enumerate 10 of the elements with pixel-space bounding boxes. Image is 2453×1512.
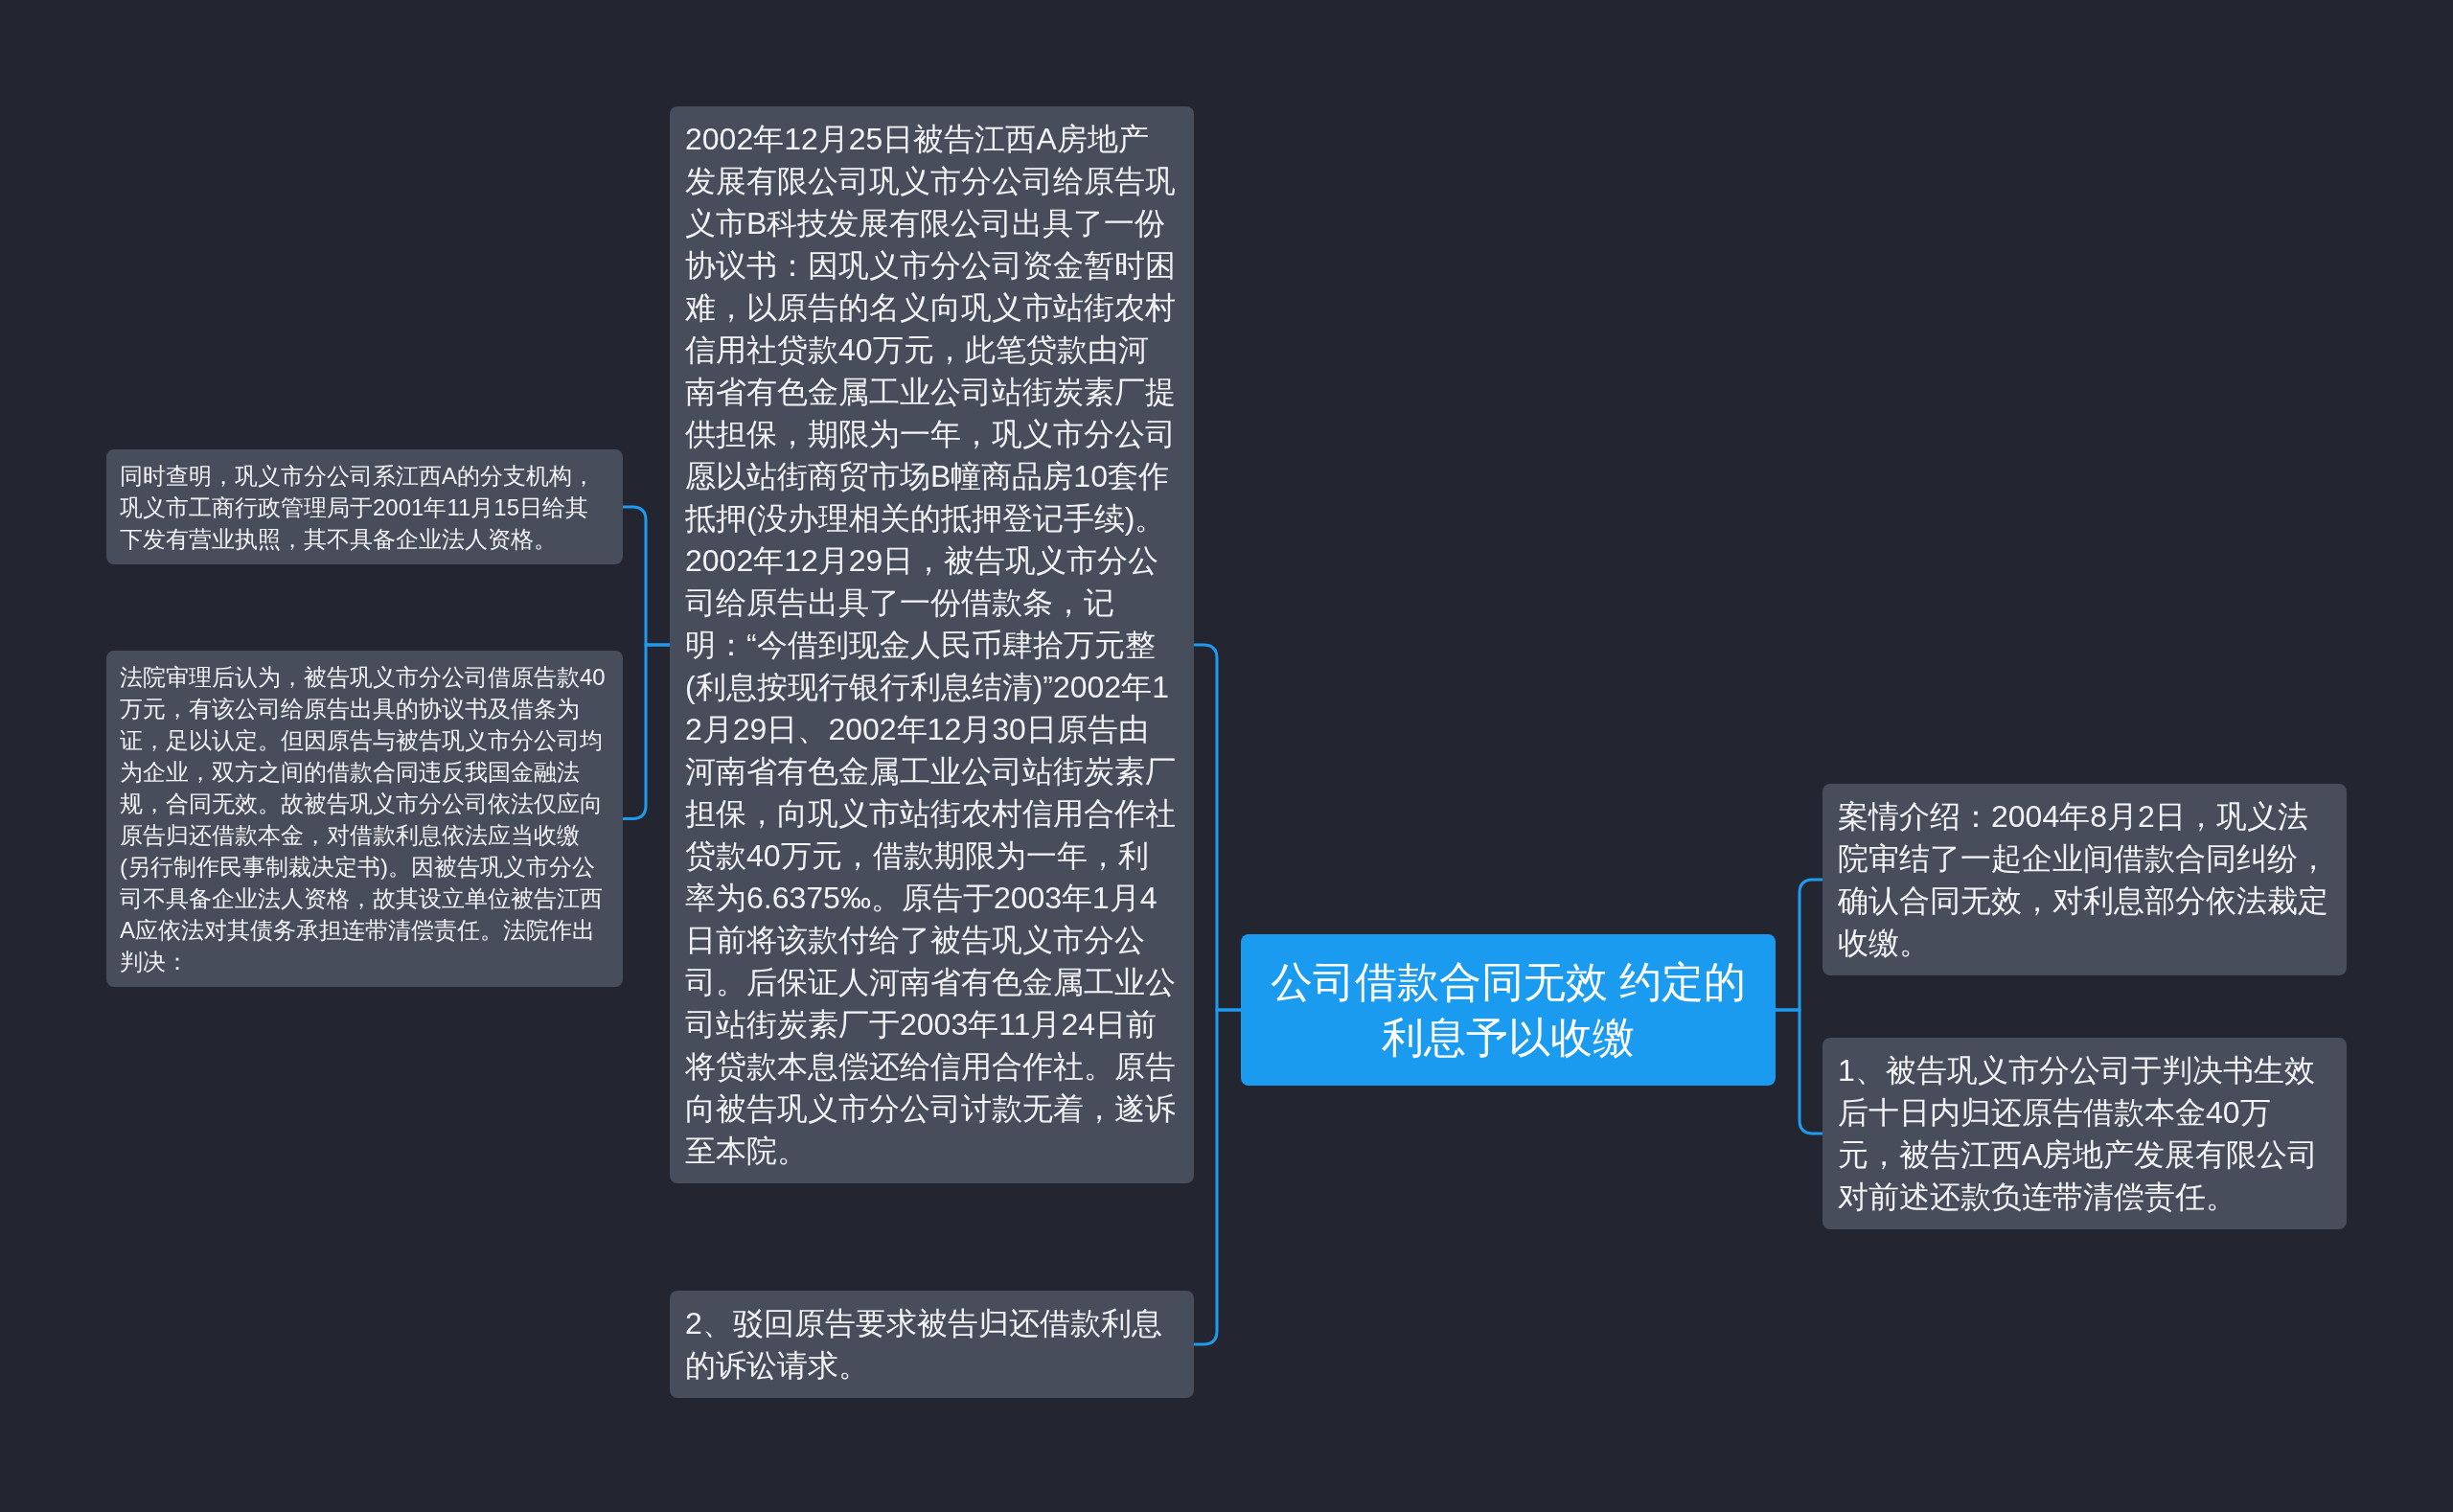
topic-box: 法院审理后认为，被告巩义市分公司借原告款40万元，有该公司给原告出具的协议书及借条为证，足以认定。但因原告与被告巩义市分公司均为企业，双方之间的借款合同违反我国金融法规，合同无效。故被告巩义市分公司依法仅应向原告归还借款本金，对借款利息依法应当收缴(另行制作民事制裁决定书)。因被告巩义市分公司不具备企业法人资格，故其设立单位被告江西A应依法对其债务承担连带清偿责任。法院作出判决： (106, 651, 623, 987)
topic-box: 2、驳回原告要求被告归还借款利息的诉讼请求。 (670, 1291, 1194, 1398)
topic-box: 1、被告巩义市分公司于判决书生效后十日内归还原告借款本金40万元，被告江西A房地产发展有限公司对前述还款负连带清偿责任。 (1823, 1038, 2347, 1229)
connector-line (1194, 1008, 1241, 1346)
connector-line (623, 643, 670, 820)
topic-box: 案情介绍：2004年8月2日，巩义法院审结了一起企业间借款合同纠纷，确认合同无效，对利息部分依法裁定收缴。 (1823, 784, 2347, 975)
topic-box: 2002年12月25日被告江西A房地产发展有限公司巩义市分公司给原告巩义市B科技发展有限公司出具了一份协议书：因巩义市分公司资金暂时困难，以原告的名义向巩义市站街农村信用社贷款40万元，此笔贷款由河南省有色金属工业公司站街炭素厂提供担保，期限为一年，巩义市分公司愿以站街商贸市场B幢商品房10套作抵押(没办理相关的抵押登记手续)。2002年12月29日，被告巩义市分公司给原告出具了一份借款条，记明：“今借到现金人民币肆拾万元整(利息按现行银行利息结清)”2002年12月29日、2002年12月30日原告由河南省有色金属工业公司站街炭素厂担保，向巩义市站街农村信用合作社贷款40万元，借款期限为一年，利率为6.6375‰。原告于2003年1月4日前将该款付给了被告巩义市分公司。后保证人河南省有色金属工业公司站街炭素厂于2003年11月24日前将贷款本息偿还给信用合作社。原告向被告巩义市分公司讨款无着，遂诉至本院。 (670, 106, 1194, 1183)
topic-box: 同时查明，巩义市分公司系江西A的分支机构，巩义市工商行政管理局于2001年11月15日给其下发有营业执照，其不具备企业法人资格。 (106, 449, 623, 564)
connector-line (1776, 1008, 1823, 1135)
central-topic-box: 公司借款合同无效 约定的利息予以收缴 (1241, 934, 1776, 1086)
